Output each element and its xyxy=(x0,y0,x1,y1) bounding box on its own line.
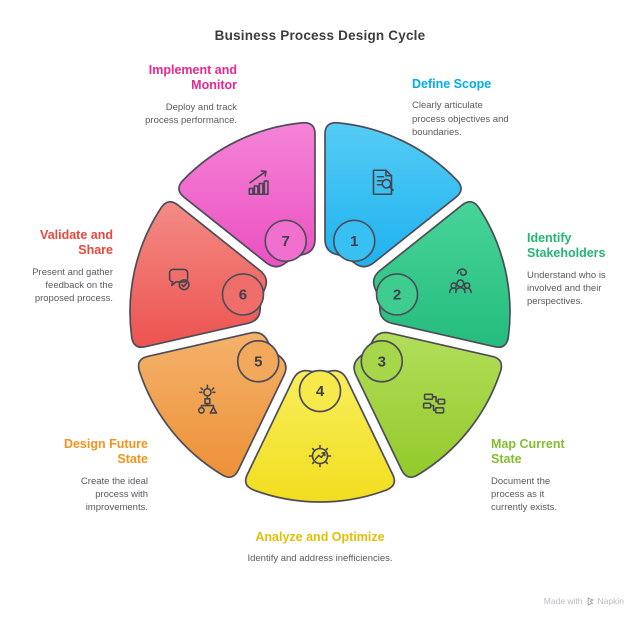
segment-description: Clearly articulate process objectives an… xyxy=(412,100,509,139)
segment-1-number: 1 xyxy=(350,233,358,250)
segment-description: Present and gather feedback on the propo… xyxy=(32,266,113,305)
segment-4-wedge xyxy=(244,369,396,503)
segment-3-number: 3 xyxy=(378,353,386,370)
made-with-napkin-credit[interactable]: Made with Napkin xyxy=(544,596,624,606)
segment-description: Create the ideal process with improvemen… xyxy=(80,475,148,514)
segment-2-number: 2 xyxy=(393,287,401,304)
brand-text: Napkin xyxy=(597,596,624,606)
segment-2-number-badge xyxy=(375,273,419,316)
label-design-future-state: Design Future State Create the ideal pro… xyxy=(52,437,148,515)
segment-4-number: 4 xyxy=(316,383,325,400)
segment-7: 7 xyxy=(178,121,316,268)
segment-5-number: 5 xyxy=(254,353,262,370)
segment-6-number: 6 xyxy=(239,287,247,304)
made-with-text: Made with xyxy=(543,596,583,606)
idea-design-icon xyxy=(197,384,218,414)
label-analyze-and-optimize: Analyze and Optimize Identify and addres… xyxy=(243,530,397,566)
segment-title: Define Scope xyxy=(412,77,492,91)
segment-2: 2 xyxy=(372,200,511,349)
segment-title: Validate and Share xyxy=(40,228,113,258)
page-title: Business Process Design Cycle xyxy=(214,28,426,43)
label-validate-and-share: Validate and Share Present and gather fe… xyxy=(17,228,113,306)
segment-description: Identify and address inefficiencies. xyxy=(247,553,393,565)
segment-5: 5 xyxy=(137,331,287,479)
segment-title: Analyze and Optimize xyxy=(255,530,385,544)
segment-title: Identify Stakeholders xyxy=(527,231,606,261)
segment-3-number-badge xyxy=(360,339,404,383)
stakeholders-icon xyxy=(448,268,472,294)
segment-description: Understand who is involved and their per… xyxy=(527,269,606,308)
flowchart-icon xyxy=(422,393,446,414)
segment-1-number-badge xyxy=(332,219,376,263)
segment-description: Document the process as it currently exi… xyxy=(491,475,557,514)
segment-4: 4 xyxy=(244,369,396,503)
segment-1: 1 xyxy=(324,121,462,268)
label-define-scope: Define Scope Clearly articulate process … xyxy=(412,77,512,140)
growth-chart-icon xyxy=(248,170,269,196)
segment-5-number-badge xyxy=(236,339,280,383)
segment-description: Deploy and track process performance. xyxy=(145,101,237,126)
napkin-logo-icon xyxy=(587,596,594,606)
segment-title: Map Current State xyxy=(491,437,565,467)
segment-4-number-badge xyxy=(298,369,342,413)
segment-6-number-badge xyxy=(221,273,265,316)
segment-6: 6 xyxy=(129,200,268,349)
segment-3: 3 xyxy=(353,331,503,479)
label-map-current-state: Map Current State Document the process a… xyxy=(491,437,577,515)
segment-7-number-badge xyxy=(264,219,308,263)
segment-title: Design Future State xyxy=(63,437,148,467)
label-implement-and-monitor: Implement and Monitor Deploy and track p… xyxy=(131,63,237,127)
feedback-check-icon xyxy=(168,268,190,291)
label-identify-stakeholders: Identify Stakeholders Understand who is … xyxy=(527,231,629,309)
segment-title: Implement and Monitor xyxy=(148,63,237,93)
segment-7-number: 7 xyxy=(282,233,290,250)
gear-optimize-icon xyxy=(308,444,332,468)
document-search-icon xyxy=(372,169,394,196)
